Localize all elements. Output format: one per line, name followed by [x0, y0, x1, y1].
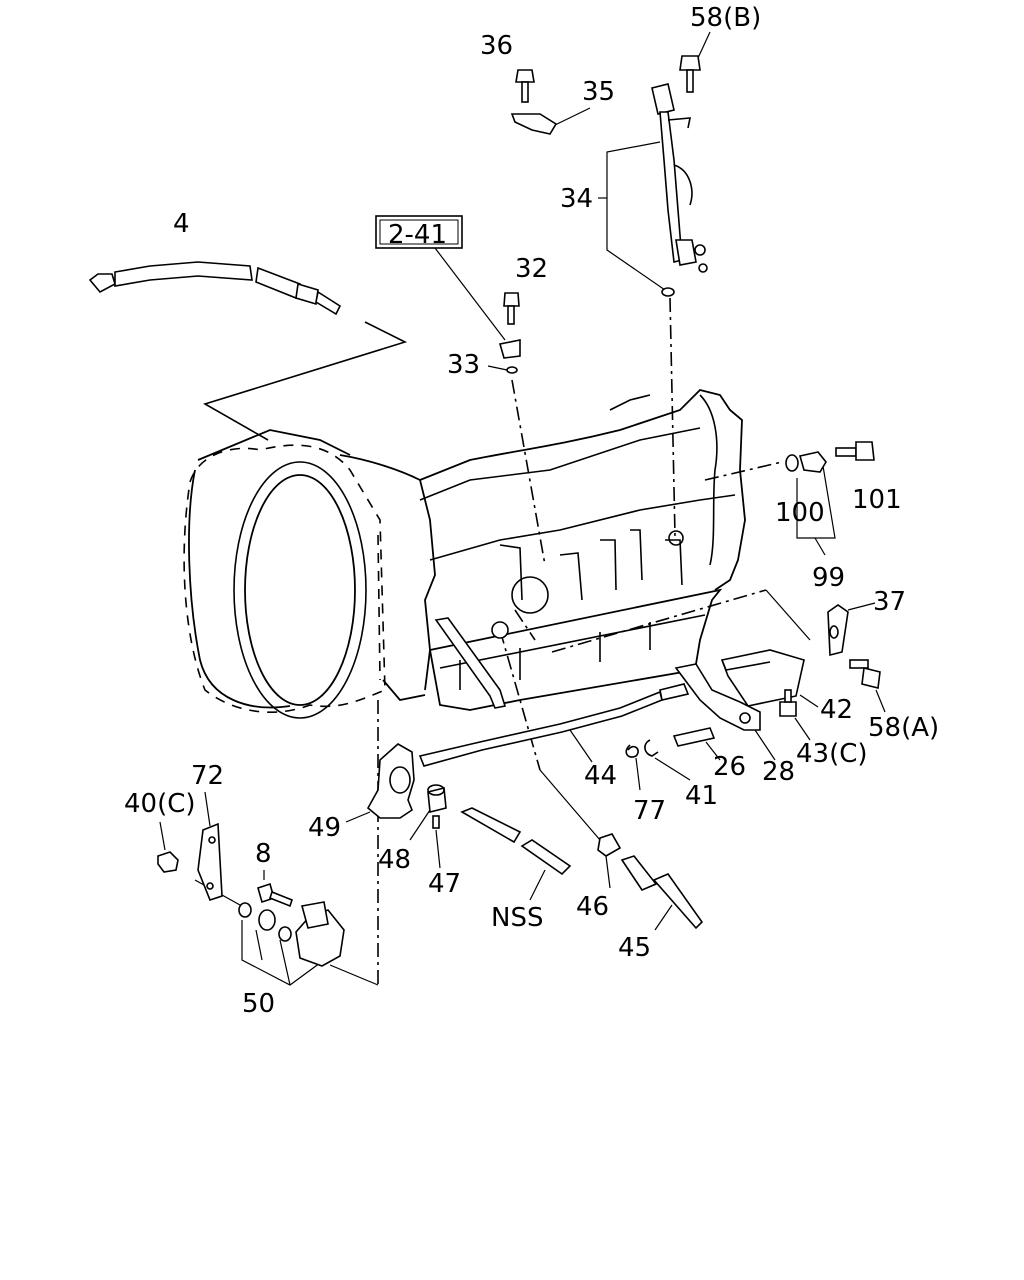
label-100: 100 [775, 498, 825, 528]
label-41: 41 [685, 781, 718, 811]
label-28: 28 [762, 757, 795, 787]
part-labels: 4 8 26 28 32 33 34 35 36 37 40(C) 41 42 … [124, 3, 939, 1019]
part-47-pin [432, 815, 440, 829]
label-77: 77 [633, 796, 666, 826]
part-33-o-ring [506, 366, 518, 374]
label-49: 49 [308, 813, 341, 843]
part-37-clip [827, 604, 849, 657]
part-42-bracket [720, 649, 805, 707]
part-35-clip [510, 113, 558, 135]
part-8-bolt [257, 882, 293, 908]
part-72-bracket [197, 822, 223, 901]
label-48: 48 [378, 845, 411, 875]
part-99-connector [798, 451, 827, 473]
part-49-manual-plate [366, 743, 415, 819]
label-36: 36 [480, 31, 513, 61]
filler-pipe [434, 617, 509, 709]
part-46-washer [597, 833, 622, 857]
label-47: 47 [428, 869, 461, 899]
label-101: 101 [852, 485, 902, 515]
part-26-pin [672, 727, 716, 747]
label-44: 44 [584, 761, 617, 791]
label-43c: 43(C) [796, 739, 868, 769]
label-42: 42 [820, 695, 853, 725]
label-32: 32 [515, 254, 548, 284]
label-4: 4 [173, 209, 190, 239]
part-4-cable [88, 261, 342, 316]
label-nss: NSS [491, 903, 543, 933]
neutral-start-switch [295, 901, 345, 967]
part-40c-nut [157, 851, 179, 873]
transmission-housing [183, 389, 746, 719]
label-35: 35 [582, 77, 615, 107]
reference-box: 2-41 [375, 215, 463, 250]
label-45: 45 [618, 933, 651, 963]
part-45-shaft [620, 855, 704, 930]
part-44-shift-rod [418, 683, 690, 767]
part-nss-shaft [460, 807, 572, 876]
part-58b-bolt [679, 55, 701, 93]
part-58a-bolt [849, 659, 881, 689]
label-99: 99 [812, 563, 845, 593]
part-34-dipstick-tube [651, 83, 708, 297]
part-36-bolt [515, 69, 535, 103]
label-34: 34 [560, 184, 593, 214]
label-58b: 58(B) [690, 3, 761, 33]
leader-lines [159, 141, 836, 986]
part-43c-bolt [779, 689, 797, 717]
reference-label: 2-41 [388, 220, 447, 250]
label-58a: 58(A) [868, 713, 939, 743]
label-46: 46 [576, 892, 609, 922]
part-32-bolt [498, 292, 521, 359]
part-101-bolt [835, 441, 875, 461]
label-26: 26 [713, 752, 746, 782]
label-8: 8 [255, 839, 272, 869]
label-72: 72 [191, 761, 224, 791]
part-50-washers [238, 902, 292, 942]
label-33: 33 [447, 350, 480, 380]
part-41-e-clip [644, 739, 659, 757]
label-37: 37 [873, 587, 906, 617]
part-100-o-ring [785, 454, 799, 472]
part-77-spring [625, 744, 639, 758]
label-50: 50 [242, 989, 275, 1019]
part-48-bushing [427, 784, 447, 814]
part-28-lever [674, 663, 761, 731]
label-40c: 40(C) [124, 789, 196, 819]
